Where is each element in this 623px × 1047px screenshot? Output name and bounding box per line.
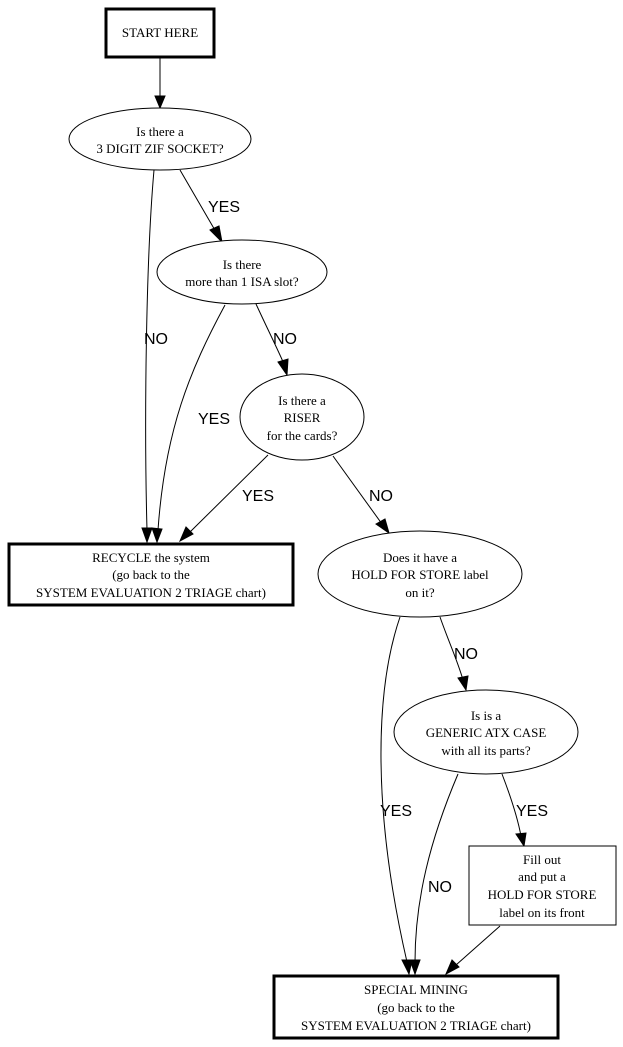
node-hold-line-2: HOLD FOR STORE label bbox=[351, 567, 489, 582]
node-riser-question: Is there a RISER for the cards? bbox=[239, 373, 365, 461]
node-isa-slot-question: Is there more than 1 ISA slot? bbox=[156, 239, 328, 305]
node-zif-line-1: Is there a bbox=[136, 124, 184, 139]
node-isa-line-1: Is there bbox=[223, 257, 262, 272]
edge-label-riser-recycle-yes: YES bbox=[242, 488, 274, 505]
edge-label-hold-atx-no: NO bbox=[454, 646, 478, 663]
edge-atx-to-mining: NO bbox=[409, 773, 459, 976]
node-fill-line-3: HOLD FOR STORE bbox=[488, 887, 597, 902]
edge-isa-to-recycle: YES bbox=[151, 304, 230, 544]
node-atx-line-3: with all its parts? bbox=[441, 743, 530, 758]
node-start-label: START HERE bbox=[122, 25, 198, 40]
node-mining-line-3: SYSTEM EVALUATION 2 TRIAGE chart) bbox=[301, 1018, 531, 1033]
node-generic-atx-question: Is is a GENERIC ATX CASE with all its pa… bbox=[393, 689, 579, 775]
node-riser-line-1: Is there a bbox=[278, 393, 326, 408]
node-fill-line-2: and put a bbox=[518, 869, 566, 884]
node-zif-line-2: 3 DIGIT ZIF SOCKET? bbox=[96, 141, 223, 156]
node-atx-line-1: Is is a bbox=[471, 708, 502, 723]
edge-riser-to-hold: NO bbox=[332, 455, 393, 535]
node-recycle-line-3: SYSTEM EVALUATION 2 TRIAGE chart) bbox=[36, 585, 266, 600]
node-start-here: START HERE bbox=[104, 7, 216, 59]
node-riser-line-2: RISER bbox=[284, 410, 321, 425]
edge-label-isa-recycle-yes: YES bbox=[198, 411, 230, 428]
edge-zif-to-isa: YES bbox=[179, 169, 240, 244]
node-recycle-system: RECYCLE the system (go back to the SYSTE… bbox=[7, 542, 295, 607]
node-mining-line-2: (go back to the bbox=[377, 1000, 455, 1015]
node-isa-line-2: more than 1 ISA slot? bbox=[185, 274, 299, 289]
edge-label-atx-fill-yes: YES bbox=[516, 803, 548, 820]
node-mining-line-1: SPECIAL MINING bbox=[364, 982, 468, 997]
node-hold-line-3: on it? bbox=[405, 585, 434, 600]
node-zif-socket-question: Is there a 3 DIGIT ZIF SOCKET? bbox=[68, 107, 252, 171]
edge-label-zif-isa-yes: YES bbox=[208, 199, 240, 216]
node-recycle-line-1: RECYCLE the system bbox=[92, 550, 210, 565]
node-fill-out-label: Fill out and put a HOLD FOR STORE label … bbox=[468, 845, 617, 926]
edge-hold-to-atx: NO bbox=[439, 616, 478, 692]
edge-hold-to-mining: YES bbox=[380, 616, 413, 976]
node-fill-line-1: Fill out bbox=[523, 852, 561, 867]
edge-fill-to-mining bbox=[444, 925, 501, 976]
node-fill-line-4: label on its front bbox=[499, 905, 585, 920]
edge-label-zif-recycle-no: NO bbox=[144, 331, 168, 348]
node-hold-for-store-question: Does it have a HOLD FOR STORE label on i… bbox=[317, 530, 523, 618]
edge-label-isa-riser-no: NO bbox=[273, 331, 297, 348]
edge-label-atx-mining-no: NO bbox=[428, 879, 452, 896]
edge-riser-to-recycle: YES bbox=[178, 454, 274, 543]
edge-label-hold-mining-yes: YES bbox=[380, 803, 412, 820]
node-riser-line-3: for the cards? bbox=[267, 428, 338, 443]
edge-atx-to-fill: YES bbox=[501, 773, 548, 848]
node-hold-line-1: Does it have a bbox=[383, 550, 457, 565]
node-atx-line-2: GENERIC ATX CASE bbox=[426, 725, 547, 740]
edge-label-riser-hold-no: NO bbox=[369, 488, 393, 505]
edge-zif-to-recycle: NO bbox=[141, 169, 168, 544]
node-recycle-line-2: (go back to the bbox=[112, 567, 190, 582]
edge-start-to-zif bbox=[154, 58, 166, 110]
edge-isa-to-riser: NO bbox=[255, 303, 297, 377]
node-special-mining: SPECIAL MINING (go back to the SYSTEM EV… bbox=[272, 974, 560, 1040]
